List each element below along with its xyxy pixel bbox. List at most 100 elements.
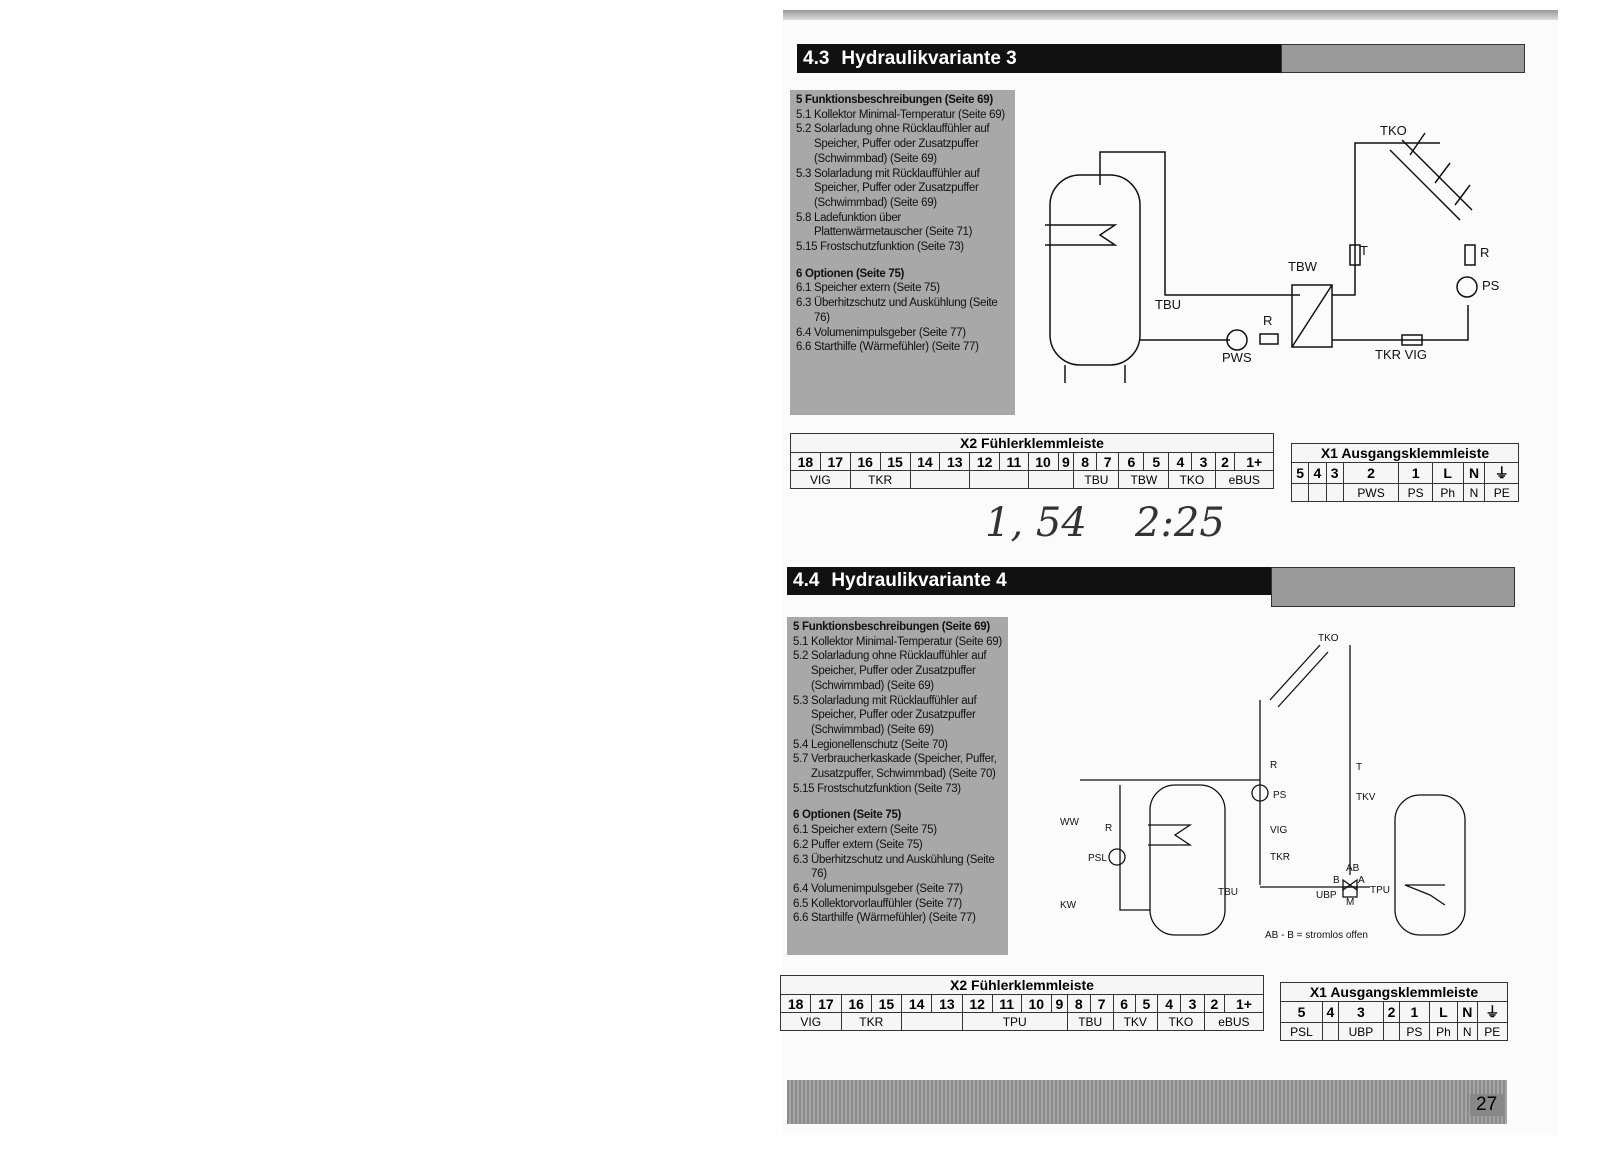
terminal-number: 2 — [1383, 1001, 1400, 1023]
list-item: 5.3 Solarladung mit Rücklauffühler auf S… — [793, 694, 977, 736]
terminal-number: 17 — [819, 452, 851, 471]
title-row: X1 Ausgangsklemmleiste — [1291, 443, 1519, 463]
list-item: 5.8 Ladefunktion über Plattenwärmetausch… — [796, 211, 973, 239]
terminal-number: 2 — [1214, 452, 1236, 471]
terminal-label: Ph — [1429, 1022, 1458, 1041]
terminal-number: 16 — [840, 994, 872, 1013]
terminal-label: eBUS — [1214, 470, 1275, 489]
list-item: 5.3 Solarladung mit Rücklauffühler auf S… — [796, 167, 980, 209]
terminal-label: Ph — [1431, 483, 1464, 502]
list-item: 5.7 Verbraucherkaskade (Speicher, Puffer… — [793, 753, 997, 781]
terminal-number: 4 — [1168, 452, 1193, 471]
label-tko: TKO — [1318, 633, 1339, 644]
terminal-number: 9 — [1057, 452, 1075, 471]
section-number: 4.3 — [803, 47, 830, 69]
terminal-label: TKO — [1156, 1012, 1205, 1031]
label-r2: R — [1105, 823, 1112, 834]
terminal-number: 18 — [779, 994, 812, 1013]
terminal-number: 17 — [810, 994, 842, 1013]
terminal-number: 4 — [1156, 994, 1182, 1013]
terminal-number: 11 — [999, 452, 1029, 471]
table-title: X1 Ausgangsklemmleiste — [1291, 443, 1519, 463]
label-t: T — [1356, 762, 1362, 773]
terminal-number: 16 — [849, 452, 881, 471]
label-tko: TKO — [1380, 123, 1407, 138]
terminal-label — [969, 470, 1029, 489]
handwritten-note: 1, 54 — [985, 500, 1087, 546]
terminal-label — [1308, 483, 1327, 502]
terminal-label — [1322, 1022, 1339, 1041]
label-a: A — [1358, 875, 1365, 886]
terminal-number: 14 — [900, 994, 933, 1013]
list-heading: 6 Optionen (Seite 75) — [793, 809, 902, 822]
terminal-number: 9 — [1050, 994, 1068, 1013]
list-item: 6.5 Kollektorvorlauffühler (Seite 77) — [793, 897, 962, 910]
function-list-4-4: 5 Funktionsbeschreibungen (Seite 69)5.1 … — [787, 617, 1008, 955]
terminal-label: TKR — [840, 1012, 902, 1031]
terminal-number: 3 — [1180, 994, 1205, 1013]
terminal-label: TKO — [1168, 470, 1216, 489]
handwritten-note: 2:25 — [1135, 500, 1225, 546]
terminal-label: TKR — [849, 470, 911, 489]
label-t: T — [1360, 243, 1368, 258]
spacer — [796, 255, 1009, 267]
terminal-number: 14 — [909, 452, 941, 471]
list-heading: 5 Funktionsbeschreibungen (Seite 69) — [796, 94, 993, 106]
title-row: X2 Fühlerklemmleiste — [790, 433, 1274, 453]
label-vig: VIG — [1270, 825, 1287, 836]
terminal-number: ⏚ — [1484, 462, 1519, 484]
terminal-number: 4 — [1322, 1001, 1339, 1023]
page-number: 27 — [1470, 1094, 1504, 1116]
label-tbw: TBW — [1288, 259, 1318, 274]
terminal-label: TBW — [1118, 470, 1170, 489]
terminal-number: 8 — [1073, 452, 1097, 471]
terminal-label: TPU — [961, 1012, 1068, 1031]
label-tpu: TPU — [1370, 885, 1390, 896]
terminal-label: TKV — [1112, 1012, 1158, 1031]
list-item: 5.15 Frostschutzfunktion (Seite 73) — [793, 782, 961, 795]
terminal-number: 12 — [969, 452, 1001, 471]
terminal-number: 3 — [1191, 452, 1216, 471]
list-item: 6.2 Puffer extern (Seite 75) — [793, 838, 923, 851]
terminal-label: PE — [1476, 1022, 1509, 1041]
terminal-number: 15 — [870, 994, 903, 1013]
terminal-label: VIG — [780, 1012, 842, 1031]
function-list-4-3: 5 Funktionsbeschreibungen (Seite 69)5.1 … — [790, 90, 1015, 415]
terminal-number: 1+ — [1234, 452, 1274, 471]
section-title: Hydraulikvariante 4 — [831, 570, 1007, 591]
label-kw: KW — [1060, 900, 1077, 911]
list-item: 5.4 Legionellenschutz (Seite 70) — [793, 738, 948, 751]
terminal-label — [1027, 470, 1075, 489]
list-heading: 6 Optionen (Seite 75) — [796, 267, 905, 280]
terminal-number: N — [1456, 1001, 1478, 1023]
terminal-number: 3 — [1325, 462, 1344, 484]
terminal-number: N — [1462, 462, 1486, 484]
terminal-label: PWS — [1342, 483, 1400, 502]
list-item: 6.1 Speicher extern (Seite 75) — [796, 282, 940, 295]
label-ps: PS — [1482, 278, 1500, 293]
terminal-label: PSL — [1279, 1022, 1324, 1041]
list-item: 6.6 Starthilfe (Wärmefühler) (Seite 77) — [796, 341, 979, 354]
terminal-number: 13 — [939, 452, 971, 471]
terminal-number: ⏚ — [1476, 1001, 1509, 1023]
scan-edge — [783, 10, 1558, 20]
hydraulic-diagram-4-3: TKO T R PS TBW TBU R PWS TKR VIG — [1045, 123, 1500, 383]
title-row: X1 Ausgangsklemmleiste — [1280, 982, 1508, 1002]
terminal-number: 7 — [1089, 994, 1114, 1013]
list-item: 5.2 Solarladung ohne Rücklauffühler auf … — [793, 650, 987, 692]
label-tbu: TBU — [1218, 887, 1238, 898]
terminal-number: 12 — [961, 994, 993, 1013]
terminal-number: 2 — [1342, 462, 1400, 484]
label-m: M — [1346, 897, 1354, 908]
terminal-label: TBU — [1073, 470, 1120, 489]
spacer — [793, 796, 1002, 808]
title-row: X2 Fühlerklemmleiste — [780, 975, 1264, 995]
